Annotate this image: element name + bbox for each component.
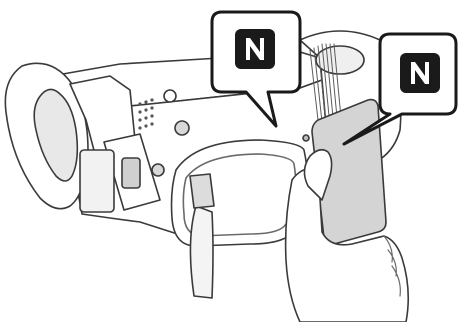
- hand-strap: [190, 206, 213, 298]
- photo-button: [152, 164, 164, 176]
- nfc-n-mark-icon: [235, 29, 275, 69]
- record-switch: [122, 158, 140, 188]
- nfc-spot: [303, 135, 309, 141]
- zoom-lever: [164, 90, 176, 102]
- strap-buckle: [190, 174, 214, 208]
- mode-dial: [175, 121, 189, 135]
- battery-box: [80, 150, 114, 212]
- nfc-n-mark-icon: [400, 53, 440, 93]
